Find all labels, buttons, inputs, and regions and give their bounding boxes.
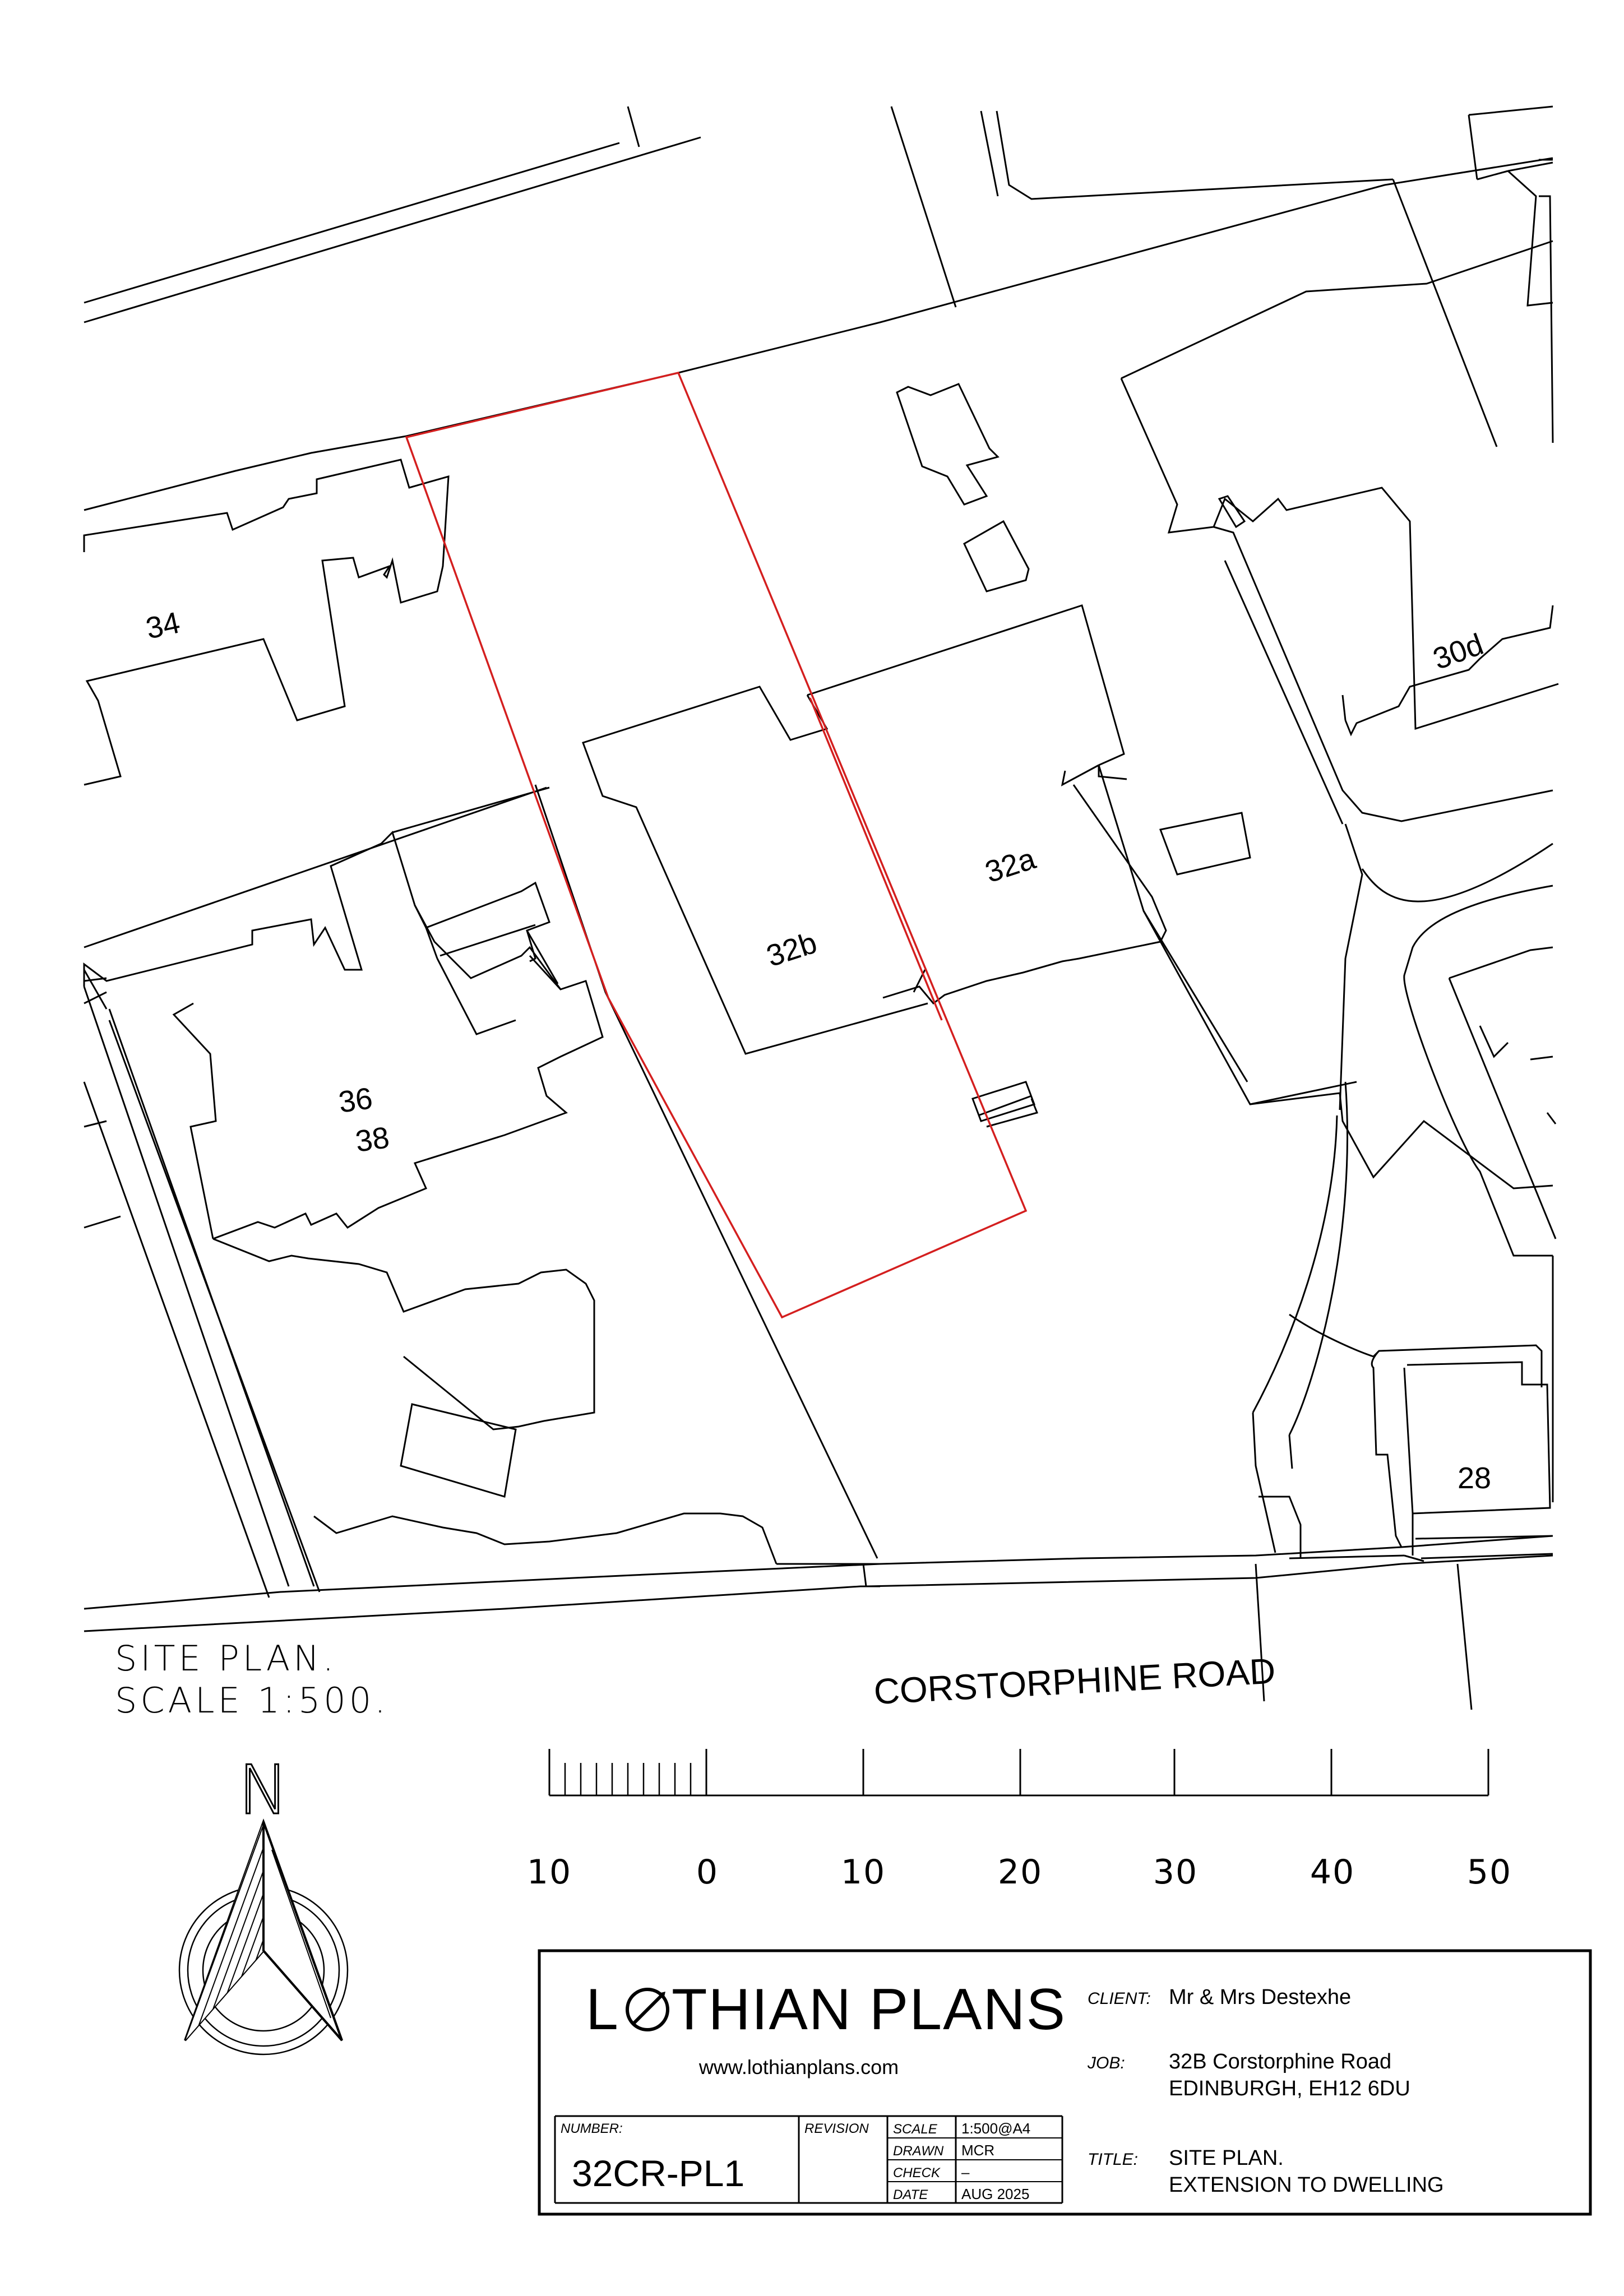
number-key: NUMBER:	[561, 2121, 623, 2136]
scale-bar: 10 0 10 20 30 40 50	[527, 1749, 1512, 1892]
check-value: –	[961, 2164, 970, 2181]
title-line2: EXTENSION TO DWELLING	[1169, 2173, 1444, 2197]
revision-key: REVISION	[804, 2121, 869, 2136]
plot-label-38: 38	[353, 1121, 391, 1159]
scale-value: 1:500@A4	[961, 2120, 1030, 2137]
title-line1: SITE PLAN.	[1169, 2146, 1284, 2170]
plot-label-32a: 32a	[981, 841, 1040, 889]
scale-tick-label: 10	[527, 1853, 572, 1892]
company-website: www.lothianplans.com	[698, 2056, 899, 2079]
plan-caption-scale: SCALE 1:500.	[115, 1680, 389, 1721]
job-address-line2: EDINBURGH, EH12 6DU	[1169, 2077, 1410, 2100]
title-block: L THIAN PLANS www.lothianplans.com NUMBE…	[538, 1949, 1592, 2216]
site-boundary	[405, 371, 1028, 1319]
plan-caption-title: SITE PLAN.	[115, 1638, 337, 1679]
compass-icon: N	[178, 1751, 349, 2056]
drawing-number: 32CR-PL1	[572, 2152, 744, 2194]
date-value: AUG 2025	[961, 2186, 1029, 2202]
job-key: JOB:	[1087, 2054, 1125, 2072]
road-name: CORSTORPHINE ROAD	[873, 1651, 1276, 1712]
job-address-line1: 32B Corstorphine Road	[1169, 2050, 1391, 2073]
client-value: Mr & Mrs Destexhe	[1169, 1985, 1351, 2009]
scale-tick-label: 30	[1153, 1853, 1198, 1892]
scale-tick-label: 0	[696, 1853, 719, 1892]
plot-label-28: 28	[1458, 1461, 1491, 1495]
plot-label-32b: 32b	[762, 926, 821, 974]
scale-tick-label: 20	[998, 1853, 1043, 1892]
plot-label-34: 34	[143, 606, 183, 646]
plot-label-30d: 30d	[1429, 627, 1488, 676]
plot-label-36: 36	[336, 1081, 374, 1119]
title-key: TITLE:	[1088, 2150, 1138, 2169]
date-key: DATE	[893, 2187, 928, 2202]
scale-tick-label: 10	[841, 1853, 886, 1892]
company-name-suffix: THIAN PLANS	[672, 1977, 1066, 2042]
scale-tick-label: 50	[1467, 1853, 1512, 1892]
check-key: CHECK	[893, 2165, 941, 2181]
drawn-value: MCR	[961, 2142, 994, 2159]
scale-tick-label: 40	[1310, 1853, 1355, 1892]
compass-logo-icon	[626, 1988, 669, 2031]
scale-key: SCALE	[893, 2122, 938, 2137]
north-label: N	[238, 1752, 289, 1830]
company-name-prefix: L	[586, 1977, 619, 2042]
drawn-key: DRAWN	[893, 2144, 944, 2159]
map-linework	[83, 105, 1559, 1710]
client-key: CLIENT:	[1088, 1989, 1151, 2008]
plot-labels: 34 30d 32a 32b 36 38 28	[143, 606, 1491, 1495]
